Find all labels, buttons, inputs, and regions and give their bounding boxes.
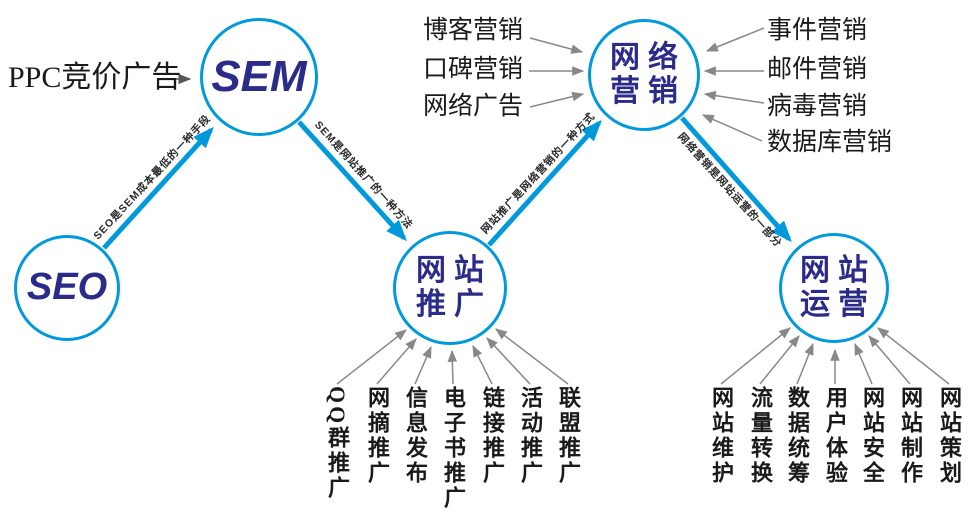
operation-fan-arrows	[720, 327, 950, 385]
promotion-method-qq-group: QQ群推广	[325, 386, 350, 502]
node-website-promotion-line2: 推广	[416, 288, 492, 321]
operation-component-site-production: 网站制作	[898, 386, 923, 486]
promotion-method-web-digest: 网摘推广	[365, 386, 390, 486]
arrow-online-ads	[529, 91, 585, 108]
operation-component-data-planning: 数据统筹	[785, 386, 810, 486]
arrow-promotion-to-marketing	[487, 119, 602, 247]
arrow-site-security	[854, 342, 873, 385]
arrow-link	[472, 344, 493, 385]
arrow-blog-marketing	[529, 37, 584, 54]
node-website-promotion: 网站 推广	[393, 231, 507, 345]
node-network-marketing-line1: 网络	[610, 40, 686, 74]
arrow-web-digest	[376, 338, 417, 385]
arrow-traffic-conversion	[759, 335, 800, 385]
node-website-operation-line1: 网站	[800, 253, 876, 287]
arrow-marketing-to-operation	[680, 116, 792, 243]
arrow-seo-to-sem	[102, 126, 214, 250]
node-sem: SEM	[200, 18, 318, 136]
operation-component-traffic-conversion: 流量转换	[748, 386, 773, 486]
arrow-site-maintenance	[720, 327, 791, 385]
promotion-fan-arrows	[336, 328, 569, 385]
arrow-event-marketing	[705, 27, 765, 52]
arrow-ebook	[447, 349, 458, 385]
node-seo-label: SEO	[26, 266, 108, 309]
marketing-input-blog: 博客营销	[423, 17, 524, 44]
node-seo: SEO	[14, 235, 120, 341]
operation-component-site-security: 网站安全	[860, 386, 885, 486]
promotion-method-ebook: 电子书推广	[441, 386, 466, 511]
node-network-marketing-line2: 营销	[610, 75, 686, 108]
marketing-input-event: 事件营销	[767, 17, 868, 44]
operation-component-user-experience: 用户体验	[823, 386, 848, 486]
promotion-method-activity: 活动推广	[518, 386, 543, 486]
marketing-input-email: 邮件营销	[767, 56, 868, 83]
marketing-input-viral: 病毒营销	[767, 93, 868, 120]
node-sem-label: SEM	[211, 51, 307, 101]
promotion-method-link: 链接推广	[480, 386, 505, 486]
marketing-input-word-of-mouth: 口碑营销	[423, 56, 524, 83]
ppc-bidding-ads-label: PPC竞价广告	[8, 61, 182, 94]
node-website-operation-line2: 运营	[800, 288, 876, 321]
operation-component-maintenance: 网站维护	[709, 386, 734, 486]
arrow-site-production	[868, 335, 911, 385]
node-website-promotion-line1: 网站	[416, 253, 492, 287]
arrow-activity	[486, 337, 531, 385]
arrow-viral-marketing	[703, 90, 765, 104]
arrow-qq-group	[336, 329, 407, 385]
arrow-sem-to-promotion	[297, 120, 407, 242]
arrow-site-planning	[877, 327, 950, 385]
marketing-input-online-ads: 网络广告	[423, 93, 524, 120]
promotion-method-info-release: 信息发布	[403, 386, 428, 486]
node-website-operation: 网站 运营	[779, 233, 889, 343]
arrow-alliance	[495, 328, 569, 385]
operation-component-site-planning: 网站策划	[937, 386, 962, 486]
arrow-info-release	[414, 345, 432, 385]
promotion-method-alliance: 联盟推广	[556, 386, 581, 486]
marketing-right-input-arrows	[701, 27, 765, 142]
main-flow-arrows	[102, 116, 792, 250]
node-network-marketing: 网络 营销	[588, 19, 700, 131]
arrow-database-marketing	[701, 114, 763, 142]
marketing-input-database: 数据库营销	[767, 129, 893, 156]
marketing-left-input-arrows	[529, 37, 585, 108]
arrow-data-planning	[796, 342, 814, 385]
